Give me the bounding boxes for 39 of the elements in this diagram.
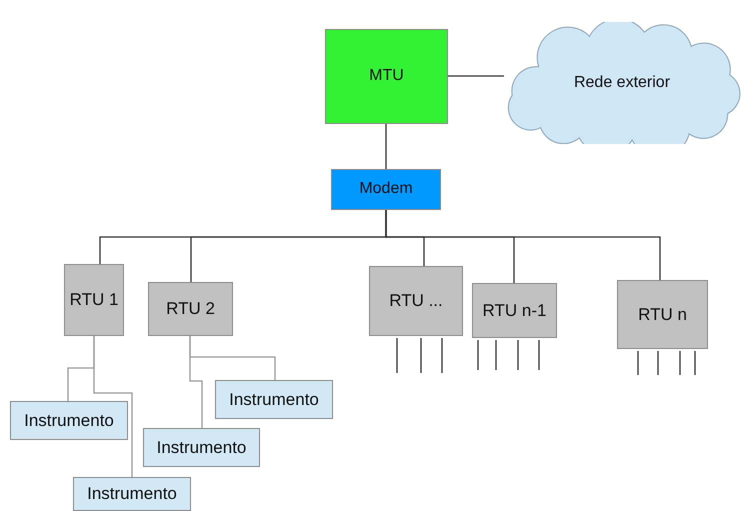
node-label: RTU n [638, 304, 687, 324]
connector-line [637, 351, 639, 375]
connector-line [441, 338, 443, 373]
node-label: Modem [359, 180, 413, 199]
connector-line [679, 351, 681, 375]
unit-box [148, 282, 233, 336]
connector-line [396, 338, 398, 373]
instrument-box [215, 380, 333, 419]
unit-box [64, 264, 124, 336]
node-label: MTU [369, 67, 404, 86]
unit-box [472, 283, 557, 338]
instrument-box [143, 428, 260, 467]
node-label: RTU 2 [166, 299, 215, 319]
connector-line [477, 340, 479, 370]
connector-line [694, 351, 696, 375]
node-label: RTU 1 [70, 290, 118, 310]
unit-box [617, 280, 708, 349]
connector-line [385, 124, 387, 169]
node-label: RTU n-1 [482, 300, 546, 320]
connector-line [448, 75, 504, 77]
connector-line [385, 210, 661, 280]
node-label: Instrumento [156, 438, 246, 458]
connector-line [189, 336, 203, 428]
node-label: Instrumento [87, 484, 177, 504]
node-label: Rede exterior [574, 74, 670, 92]
unit-box [369, 266, 463, 336]
node-label: Instrumento [24, 410, 114, 430]
instrument-box [10, 401, 128, 440]
connector-line [517, 340, 519, 370]
connector-line [93, 336, 133, 477]
node-label: RTU ... [389, 291, 443, 311]
connector-line [495, 340, 497, 370]
connector-line [657, 351, 659, 375]
modem-box [331, 169, 441, 210]
connector-line [538, 340, 540, 370]
node-label: Instrumento [229, 390, 319, 410]
connector-line [420, 338, 422, 373]
unit-box [325, 29, 448, 124]
instrument-box [73, 477, 191, 511]
